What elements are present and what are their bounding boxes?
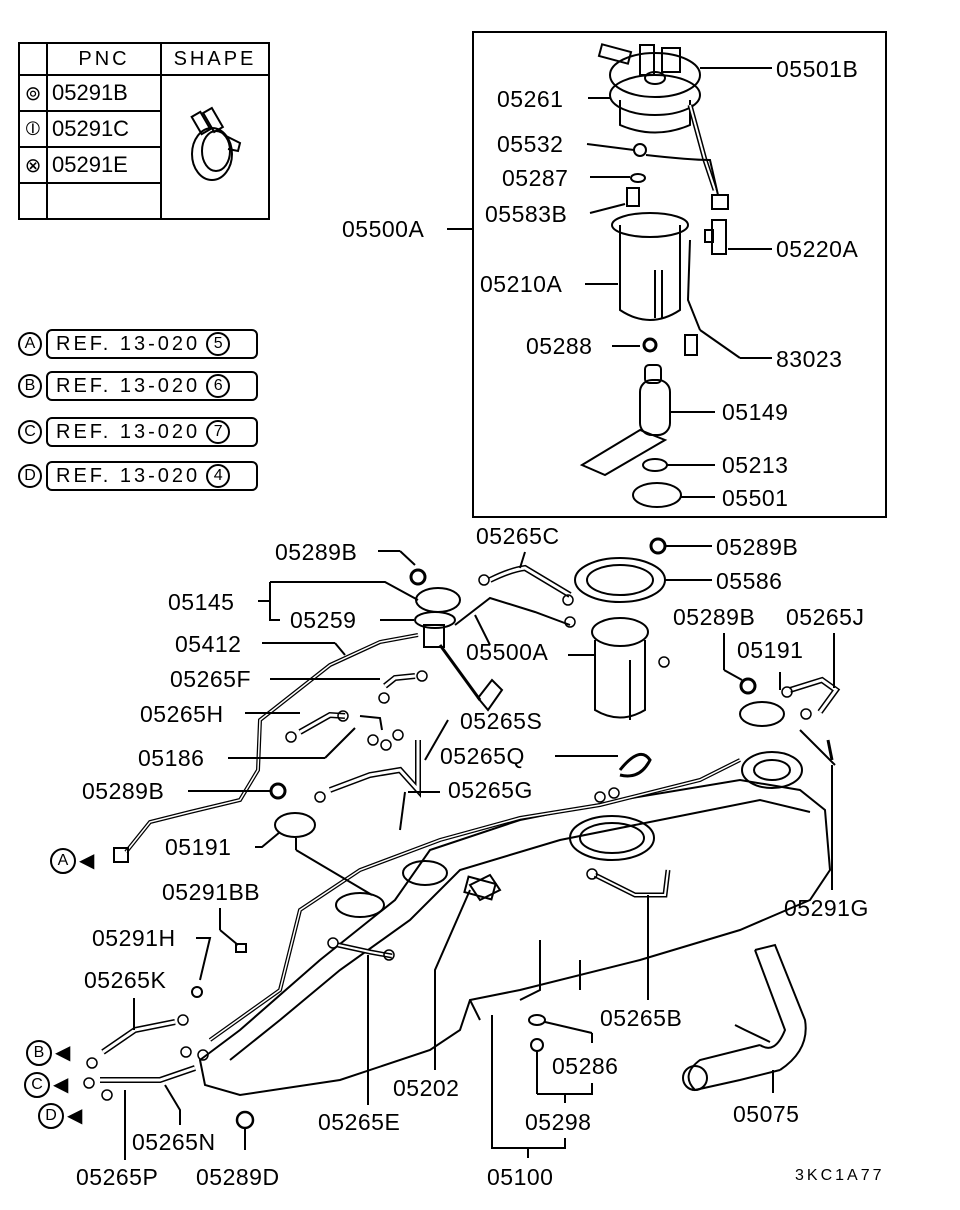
arrow-left-icon: ◀ [53,1074,69,1096]
legend-pnc: 05291E [46,146,162,184]
pump-flange-icon [597,43,701,134]
ref-text: REF. 13-020 [56,374,201,397]
part-label[interactable]: 05289D [196,1164,280,1190]
connector-a[interactable]: A ◀ [50,848,94,874]
legend-pnc: 05291C [46,110,162,148]
arrow-left-icon: ◀ [79,850,95,872]
part-label[interactable]: 05291BB [162,879,261,905]
part-label[interactable]: 05265C [476,523,560,549]
clamp-legend-table: PNC SHAPE ⊚ 05291B ⦶ 05291C ⊗ 05291E [18,42,270,220]
part-label[interactable]: 05191 [165,834,232,860]
part-label[interactable]: 05100 [487,1164,554,1190]
part-label[interactable]: 83023 [776,346,843,372]
part-label[interactable]: 05265K [84,967,167,993]
filler-hose-icon [682,943,807,1092]
legend-header-shape: SHAPE [160,42,270,76]
part-label[interactable]: 05259 [290,607,357,633]
part-label[interactable]: 05298 [525,1109,592,1135]
part-label[interactable]: 05261 [497,86,564,112]
part-label[interactable]: 05291G [784,895,869,921]
hose-clamp-icon [160,74,270,220]
ref-num: 5 [206,332,231,356]
part-label[interactable]: 05291H [92,925,176,951]
part-label[interactable]: 05265N [132,1129,216,1155]
part-label[interactable]: 05265G [448,777,533,803]
part-label[interactable]: 05265Q [440,743,525,769]
part-label[interactable]: 05501B [776,56,859,82]
legend-pnc: 05291B [46,74,162,112]
ref-num: 4 [206,464,231,488]
circle-bar-icon: ⦶ [18,110,48,148]
ref-text: REF. 13-020 [56,420,201,443]
part-label[interactable]: 05265H [140,701,224,727]
part-label[interactable]: 05075 [733,1101,800,1127]
part-label[interactable]: 05145 [168,589,235,615]
arrow-left-icon: ◀ [55,1042,71,1064]
part-label[interactable]: 05213 [722,452,789,478]
pump-assembly-frame [472,31,887,518]
ref-letter: B [18,374,42,398]
part-label[interactable]: 05202 [393,1075,460,1101]
part-label[interactable]: 05289B [673,604,756,630]
part-label[interactable]: 05532 [497,131,564,157]
clamp-symbols [83,574,812,1101]
part-label[interactable]: 05265S [460,708,543,734]
ref-letter: D [18,464,42,488]
part-label[interactable]: 05289B [275,539,358,565]
diagram-code: 3KC1A77 [795,1167,885,1184]
part-label[interactable]: 05500A [342,216,425,242]
fuel-tank-icon [198,751,832,1097]
ref-num: 6 [206,374,231,398]
part-label[interactable]: 05149 [722,399,789,425]
part-label[interactable]: 05583B [485,201,568,227]
part-label[interactable]: 05210A [480,271,563,297]
part-label[interactable]: 05287 [502,165,569,191]
part-label[interactable]: 05289B [82,778,165,804]
ref-num: 7 [206,420,231,444]
part-label[interactable]: 05500A [466,639,549,665]
part-label[interactable]: 05265J [786,604,865,630]
fuel-pump-module-icon [591,617,649,720]
ref-letter: A [18,332,42,356]
part-label[interactable]: 05265F [170,666,252,692]
connector-c[interactable]: C ◀ [24,1072,68,1098]
fuel-reservoir-icon [611,212,689,321]
part-label[interactable]: 05265E [318,1109,401,1135]
part-label[interactable]: 05289B [716,534,799,560]
ref-text: REF. 13-020 [56,332,201,355]
double-circle-icon: ⊚ [18,74,48,112]
connector-b[interactable]: B ◀ [26,1040,70,1066]
part-label[interactable]: 05586 [716,568,783,594]
part-label[interactable]: 05220A [776,236,859,262]
ref-text: REF. 13-020 [56,464,201,487]
part-label[interactable]: 05286 [552,1053,619,1079]
circle-x-icon: ⊗ [18,146,48,184]
part-label[interactable]: 05265P [76,1164,159,1190]
part-label[interactable]: 05191 [737,637,804,663]
part-label[interactable]: 05412 [175,631,242,657]
part-label[interactable]: 05265B [600,1005,683,1031]
connector-d[interactable]: D ◀ [38,1103,82,1129]
part-label[interactable]: 05288 [526,333,593,359]
legend-header-pnc: PNC [46,42,162,76]
part-label[interactable]: 05186 [138,745,205,771]
arrow-left-icon: ◀ [67,1105,83,1127]
part-label[interactable]: 05501 [722,485,789,511]
ref-letter: C [18,420,42,444]
